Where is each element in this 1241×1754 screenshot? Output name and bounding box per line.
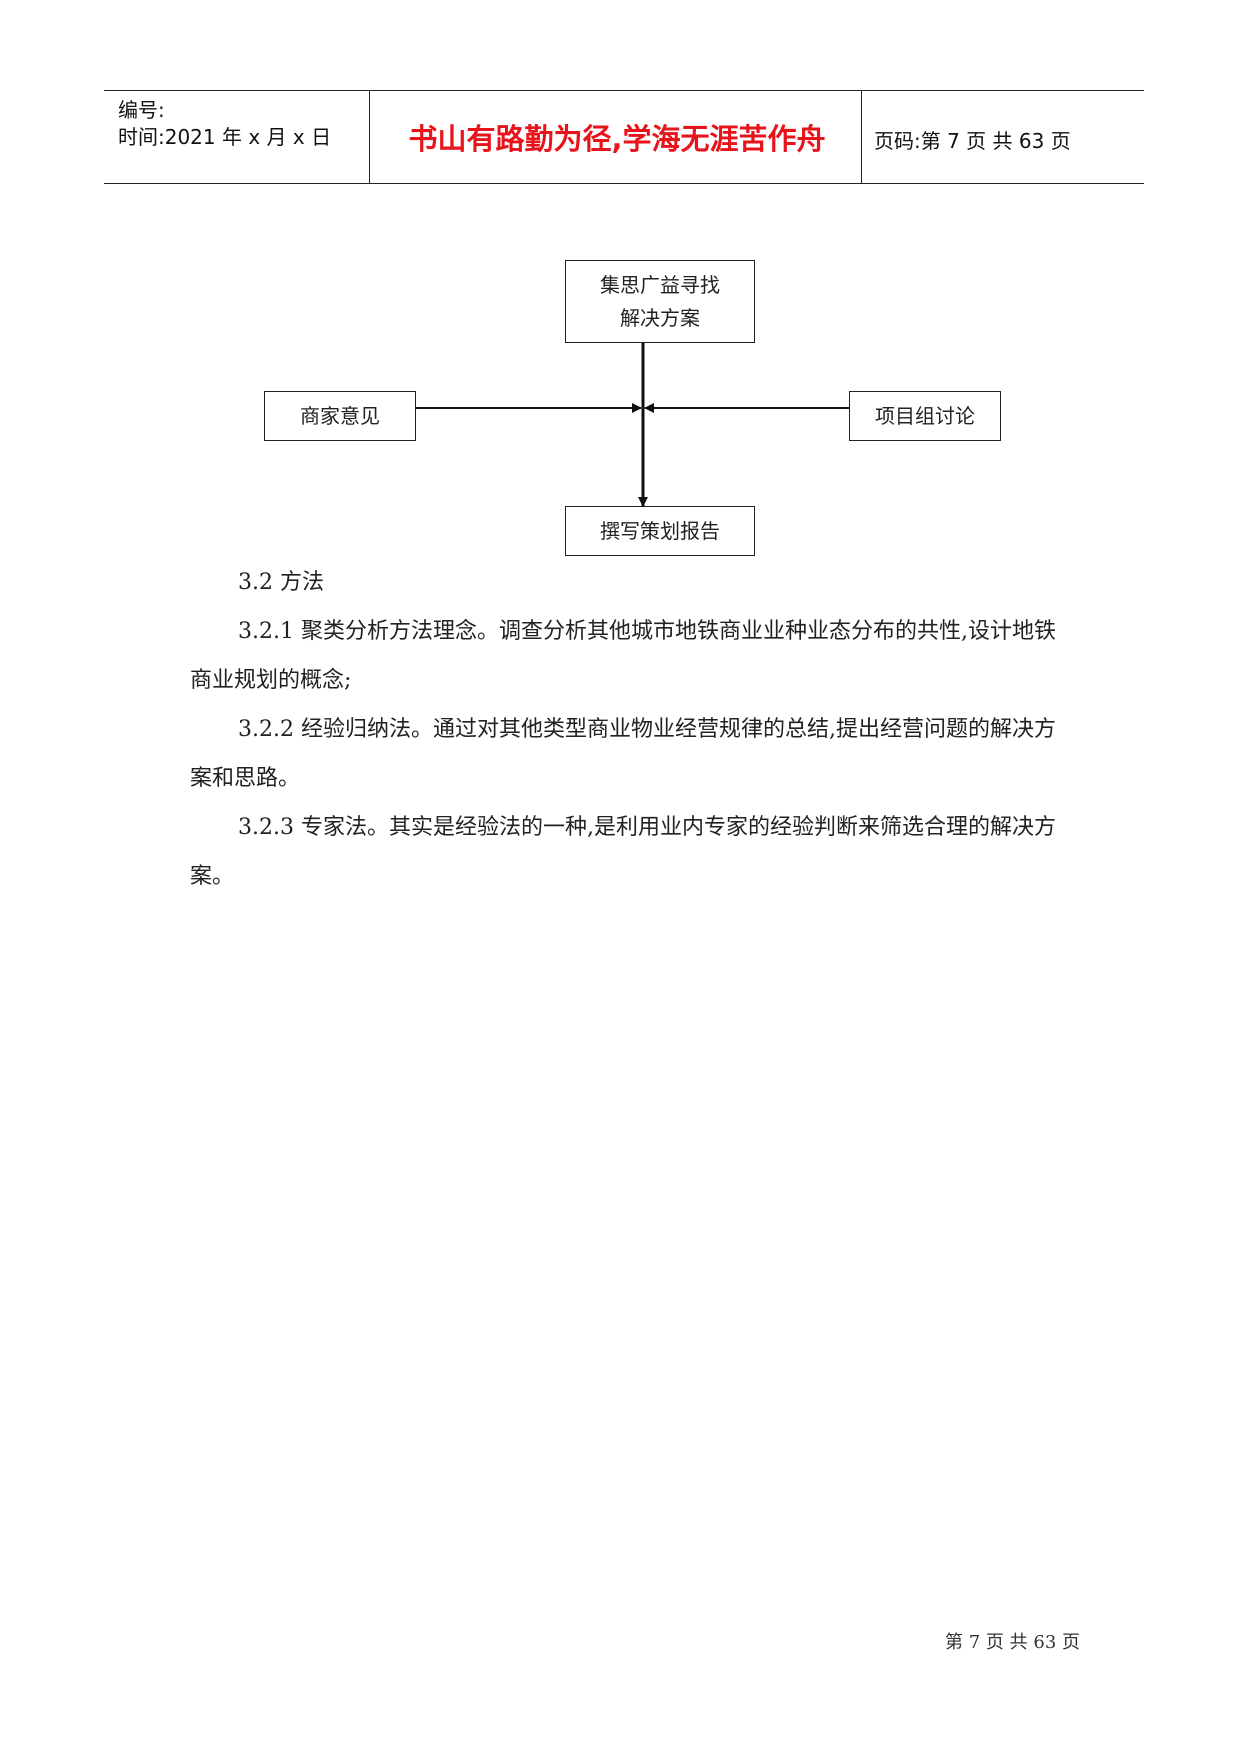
header-time-label: 时间:2021 年 x 月 x 日 [118,125,332,149]
diagram-box-brainstorm: 集思广益寻找 解决方案 [565,260,755,343]
header-top-rule [104,90,1144,91]
header-page-label: 页码:第 7 页 共 63 页 [874,129,1071,153]
section-title: 3.2 方法 [238,570,324,595]
diagram-box-brainstorm-line-1: 集思广益寻找 [600,272,720,297]
diagram-box-brainstorm-line-2: 解决方案 [620,305,700,330]
header-divider-right [861,90,862,184]
paragraph-experience-induction: 3.2.2 经验归纳法。通过对其他类型商业物业经营规律的总结,提出经营问题的解决… [190,717,1056,791]
body-content: 3.2 方法 3.2.1 聚类分析方法理念。调查分析其他城市地铁商业业种业态分布… [190,558,1060,901]
paragraph-cluster-analysis: 3.2.1 聚类分析方法理念。调查分析其他城市地铁商业业种业态分布的共性,设计地… [190,619,1056,693]
diagram-box-team-discussion: 项目组讨论 [849,391,1001,441]
diagram-box-write-report: 撰写策划报告 [565,506,755,556]
flow-diagram [415,343,849,507]
header-motto: 书山有路勤为径,学海无涯苦作舟 [408,122,826,156]
header-divider-left [369,90,370,184]
paragraph-expert-method: 3.2.3 专家法。其实是经验法的一种,是利用业内专家的经验判断来筛选合理的解决… [190,815,1056,889]
header-bottom-rule [104,183,1144,184]
footer-page-number: 第 7 页 共 63 页 [945,1632,1080,1653]
diagram-box-merchant-opinion: 商家意见 [264,391,416,441]
header-number-label: 编号: [118,98,165,122]
